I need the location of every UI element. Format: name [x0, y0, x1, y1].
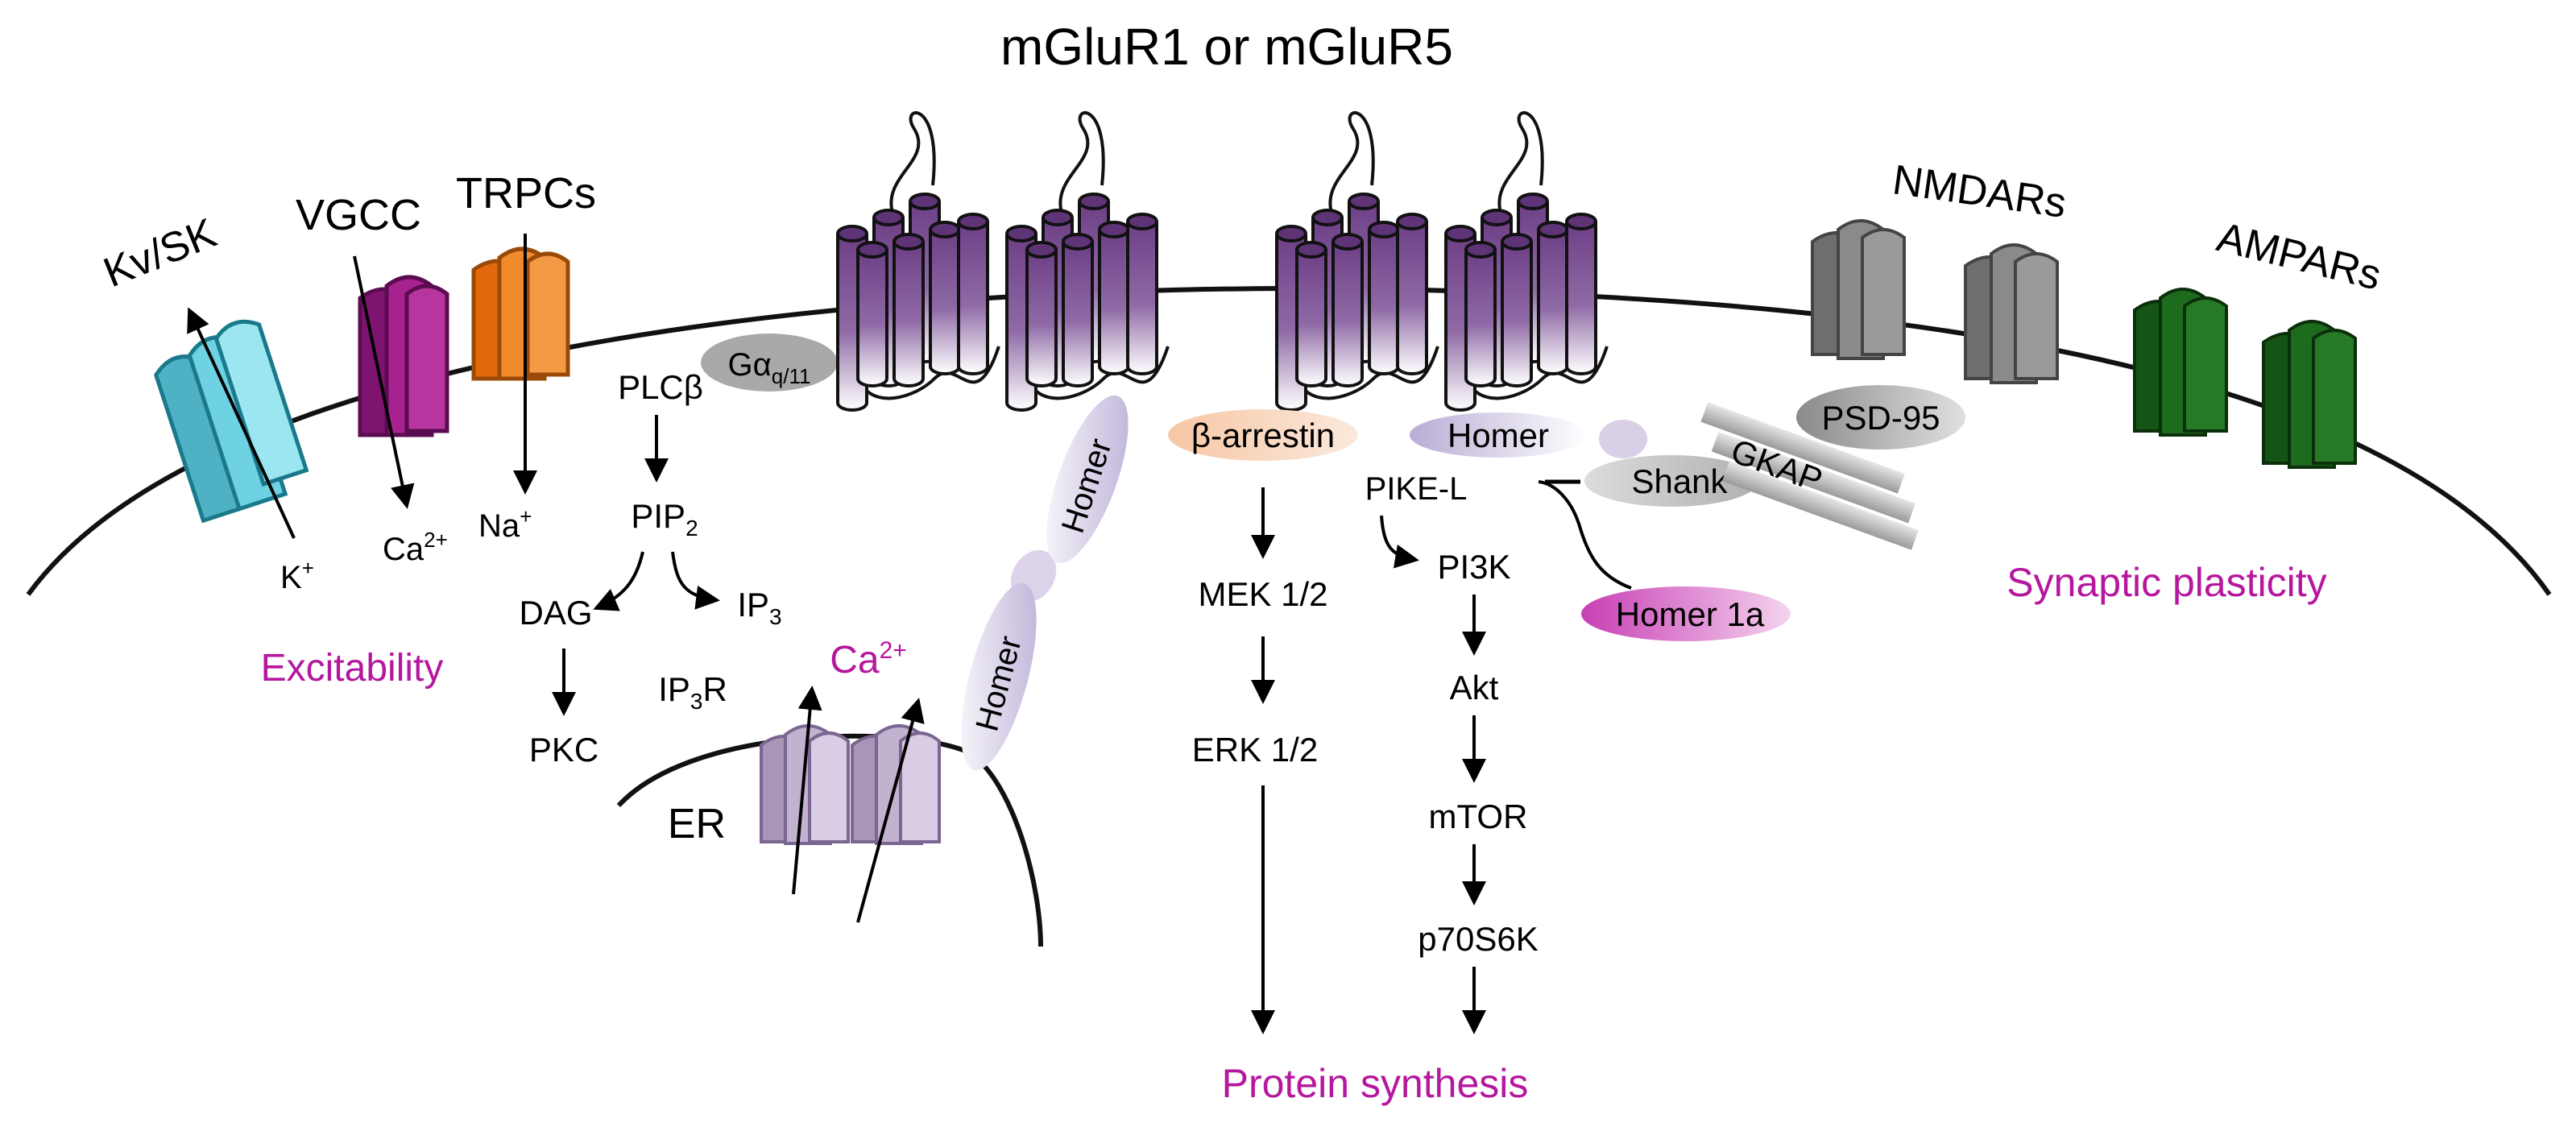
gkap-protein	[1700, 402, 1919, 550]
nmdar-channel-right	[1964, 243, 2059, 384]
k-efflux-arrow	[187, 307, 296, 539]
mglur-dimer-left	[836, 111, 1170, 412]
pip2-label: PIP2	[631, 497, 698, 541]
homer-upper	[1046, 395, 1129, 564]
vgcc-label: VGCC	[296, 191, 421, 239]
er-ca-release-arrow-left	[792, 686, 822, 895]
ampars-label: AMPARs	[2213, 213, 2386, 299]
k-ion-label: K+	[280, 556, 314, 595]
homer-lower	[961, 582, 1037, 771]
p70-label: p70S6K	[1418, 920, 1538, 958]
mglur-dimer-right	[1275, 111, 1609, 412]
kv-sk-channel	[153, 319, 309, 524]
trpcs-label: TRPCs	[456, 169, 596, 218]
homer1a-inhibition-line	[1538, 480, 1632, 590]
ampar-channel-right	[2262, 320, 2357, 469]
ampar-channel-left	[2133, 288, 2228, 437]
pi3k-label: PI3K	[1437, 548, 1510, 586]
nmdar-channel-left	[1811, 219, 1906, 360]
pip2-to-dag-arrow	[593, 551, 644, 611]
er-ca-label: Ca2+	[830, 637, 907, 682]
mglur-protomer-3	[1275, 111, 1439, 412]
er-membrane	[616, 733, 1043, 947]
mtor-label: mTOR	[1429, 798, 1528, 835]
kv-sk-label: Kv/SK	[97, 209, 223, 296]
ca-influx-arrow	[353, 255, 415, 509]
ip3-label: IP3	[737, 586, 781, 629]
mek-label: MEK 1/2	[1198, 575, 1327, 613]
g-alpha-label: Gαq/11	[728, 347, 811, 388]
protein-synthesis-label: Protein synthesis	[1222, 1061, 1529, 1106]
erk-label: ERK 1/2	[1192, 731, 1318, 769]
excitability-label: Excitability	[261, 647, 444, 690]
pip2-to-ip3-arrow	[671, 551, 720, 610]
homer-scaffold	[1410, 412, 1587, 458]
mglur-protomer-2	[1005, 111, 1170, 412]
beta-arrestin-label: β-arrestin	[1191, 416, 1335, 454]
psd95-label: PSD-95	[1821, 399, 1940, 437]
trpc-channel	[471, 247, 570, 381]
ip3r-channel-left	[760, 724, 850, 845]
receptor-title: mGluR1 or mGluR5	[1000, 18, 1453, 76]
plc-label: PLCβ	[618, 368, 703, 406]
pike-to-pi3k-arrow	[1380, 515, 1419, 569]
homer1a-protein	[1581, 586, 1791, 641]
er-label: ER	[668, 801, 726, 847]
akt-label: Akt	[1450, 669, 1499, 706]
shank-protein	[1584, 455, 1758, 507]
er-ca-release-arrow-right	[856, 698, 925, 923]
pkc-label: PKC	[529, 731, 598, 769]
pike-label: PIKE-L	[1365, 471, 1468, 507]
homer1a-label: Homer 1a	[1616, 595, 1765, 633]
shank-label: Shank	[1631, 462, 1728, 500]
ca-ion-label: Ca2+	[383, 528, 448, 567]
mglur-protomer-1	[836, 111, 1000, 412]
homer-scaffold-label: Homer	[1447, 416, 1549, 454]
synaptic-plasticity-label: Synaptic plasticity	[2007, 560, 2326, 605]
homer-scaffold-knob	[1599, 420, 1647, 458]
g-alpha-protein	[701, 334, 838, 392]
na-ion-label: Na+	[478, 504, 532, 544]
psd95-protein	[1796, 385, 1965, 450]
mglur-protomer-4	[1444, 111, 1609, 412]
dag-label: DAG	[519, 594, 592, 632]
ip3r-label: IP3R	[658, 670, 727, 714]
vgcc-channel	[358, 275, 449, 437]
nmdars-label: NMDARs	[1890, 156, 2069, 227]
beta-arrestin-protein	[1168, 409, 1358, 461]
